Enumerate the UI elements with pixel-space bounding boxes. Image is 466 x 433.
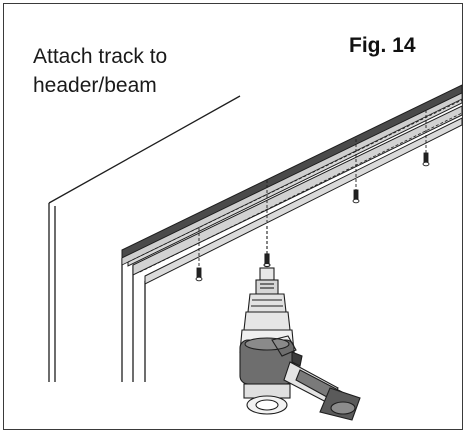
cordless-drill	[239, 226, 361, 421]
screws	[195, 110, 430, 282]
instruction-caption: Attach track to header/beam	[33, 45, 168, 97]
figure-border	[3, 3, 463, 430]
track	[121, 84, 463, 285]
figure-number: Fig. 14	[349, 34, 416, 57]
door-opening	[48, 95, 241, 382]
